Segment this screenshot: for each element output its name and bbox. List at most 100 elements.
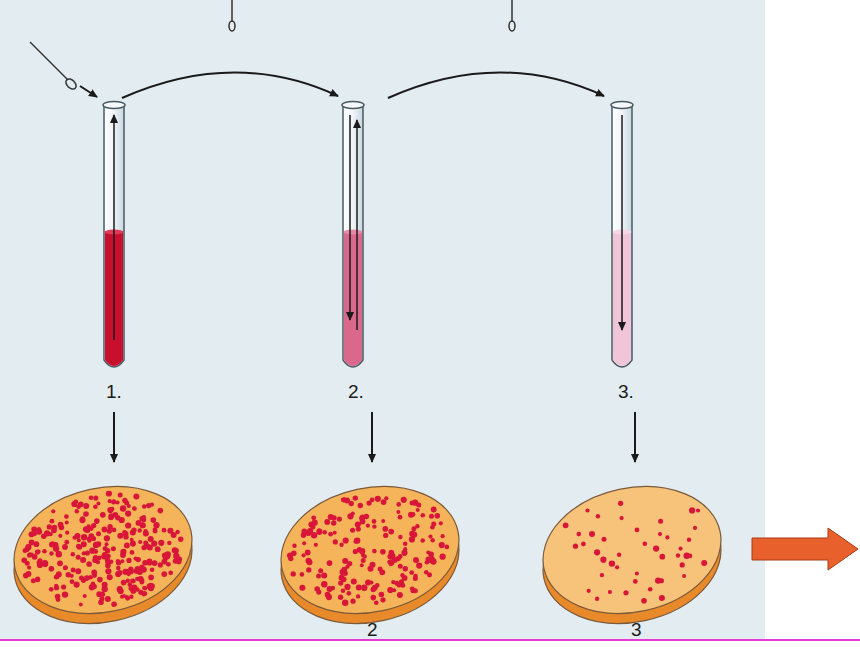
colony xyxy=(171,532,177,538)
colony xyxy=(79,603,83,607)
colony xyxy=(608,590,612,594)
colony xyxy=(132,506,137,511)
colony xyxy=(316,529,322,535)
colony xyxy=(55,574,59,578)
colony xyxy=(615,565,619,569)
colony xyxy=(333,531,337,535)
colony xyxy=(342,600,348,606)
colony xyxy=(655,577,661,583)
colony xyxy=(49,587,54,592)
colony xyxy=(106,490,112,496)
colony xyxy=(648,587,653,592)
colony xyxy=(141,568,145,572)
colony xyxy=(74,582,80,588)
colony xyxy=(322,530,327,535)
colony xyxy=(350,599,355,604)
colony xyxy=(396,510,400,514)
inoculating-loop xyxy=(30,42,68,80)
colony xyxy=(346,591,351,596)
colony xyxy=(367,501,372,506)
colony xyxy=(302,528,308,534)
colony xyxy=(676,553,680,557)
colony xyxy=(428,535,432,539)
test-tube-3 xyxy=(611,102,633,368)
colony xyxy=(43,560,47,564)
colony xyxy=(641,598,647,604)
colony xyxy=(617,553,621,557)
pipette xyxy=(231,0,233,22)
colony xyxy=(87,561,92,566)
colony xyxy=(86,524,90,528)
colony xyxy=(602,537,607,542)
colony xyxy=(701,560,707,566)
pipette-tip xyxy=(229,21,235,31)
colony xyxy=(341,567,347,573)
colony xyxy=(105,596,111,602)
colony xyxy=(388,529,394,535)
colony xyxy=(71,501,77,507)
colony xyxy=(54,574,59,579)
colony xyxy=(658,519,663,524)
colony xyxy=(59,525,65,531)
colony xyxy=(328,514,334,520)
colony xyxy=(390,553,396,559)
colony xyxy=(381,499,387,505)
colony xyxy=(356,594,360,598)
colony xyxy=(287,553,293,559)
colony xyxy=(65,531,69,535)
colony xyxy=(321,573,327,579)
colony xyxy=(140,523,146,529)
colony xyxy=(358,503,363,508)
colony xyxy=(153,527,158,532)
colony xyxy=(339,543,343,547)
colony xyxy=(623,590,628,595)
colony xyxy=(372,549,377,554)
colony xyxy=(594,549,600,555)
colony xyxy=(397,592,403,598)
colony xyxy=(96,531,101,536)
colony xyxy=(130,550,135,555)
colony xyxy=(121,580,127,586)
colony xyxy=(111,546,116,551)
colony xyxy=(381,519,385,523)
colony xyxy=(596,514,600,518)
colony xyxy=(27,566,31,570)
colony xyxy=(306,567,311,572)
transfer-arrow xyxy=(80,86,97,97)
colony xyxy=(370,580,374,584)
colony xyxy=(61,584,66,589)
colony xyxy=(117,570,123,576)
colony xyxy=(124,543,130,549)
plating-arrow xyxy=(371,412,373,462)
loop-tip xyxy=(64,77,78,91)
colony xyxy=(107,507,113,513)
colony xyxy=(400,573,404,577)
colony xyxy=(409,531,415,537)
colony xyxy=(82,542,86,546)
colony xyxy=(49,566,55,572)
colony xyxy=(600,557,606,563)
colony xyxy=(168,570,173,575)
colony xyxy=(32,554,38,560)
colony xyxy=(410,586,415,591)
colony xyxy=(689,507,695,513)
colony xyxy=(356,584,362,590)
colony xyxy=(49,542,55,548)
colony xyxy=(573,544,578,549)
colony xyxy=(99,596,104,601)
colony xyxy=(143,586,147,590)
colony xyxy=(380,549,386,555)
colony xyxy=(35,550,40,555)
colony xyxy=(577,532,582,537)
colony xyxy=(416,563,422,569)
colony xyxy=(83,511,89,517)
colony xyxy=(134,556,138,560)
colony xyxy=(123,531,129,537)
colony xyxy=(299,585,305,591)
colony xyxy=(439,542,445,548)
colony xyxy=(81,534,87,540)
colony xyxy=(388,559,394,565)
colony xyxy=(91,582,96,587)
colony xyxy=(126,558,131,563)
